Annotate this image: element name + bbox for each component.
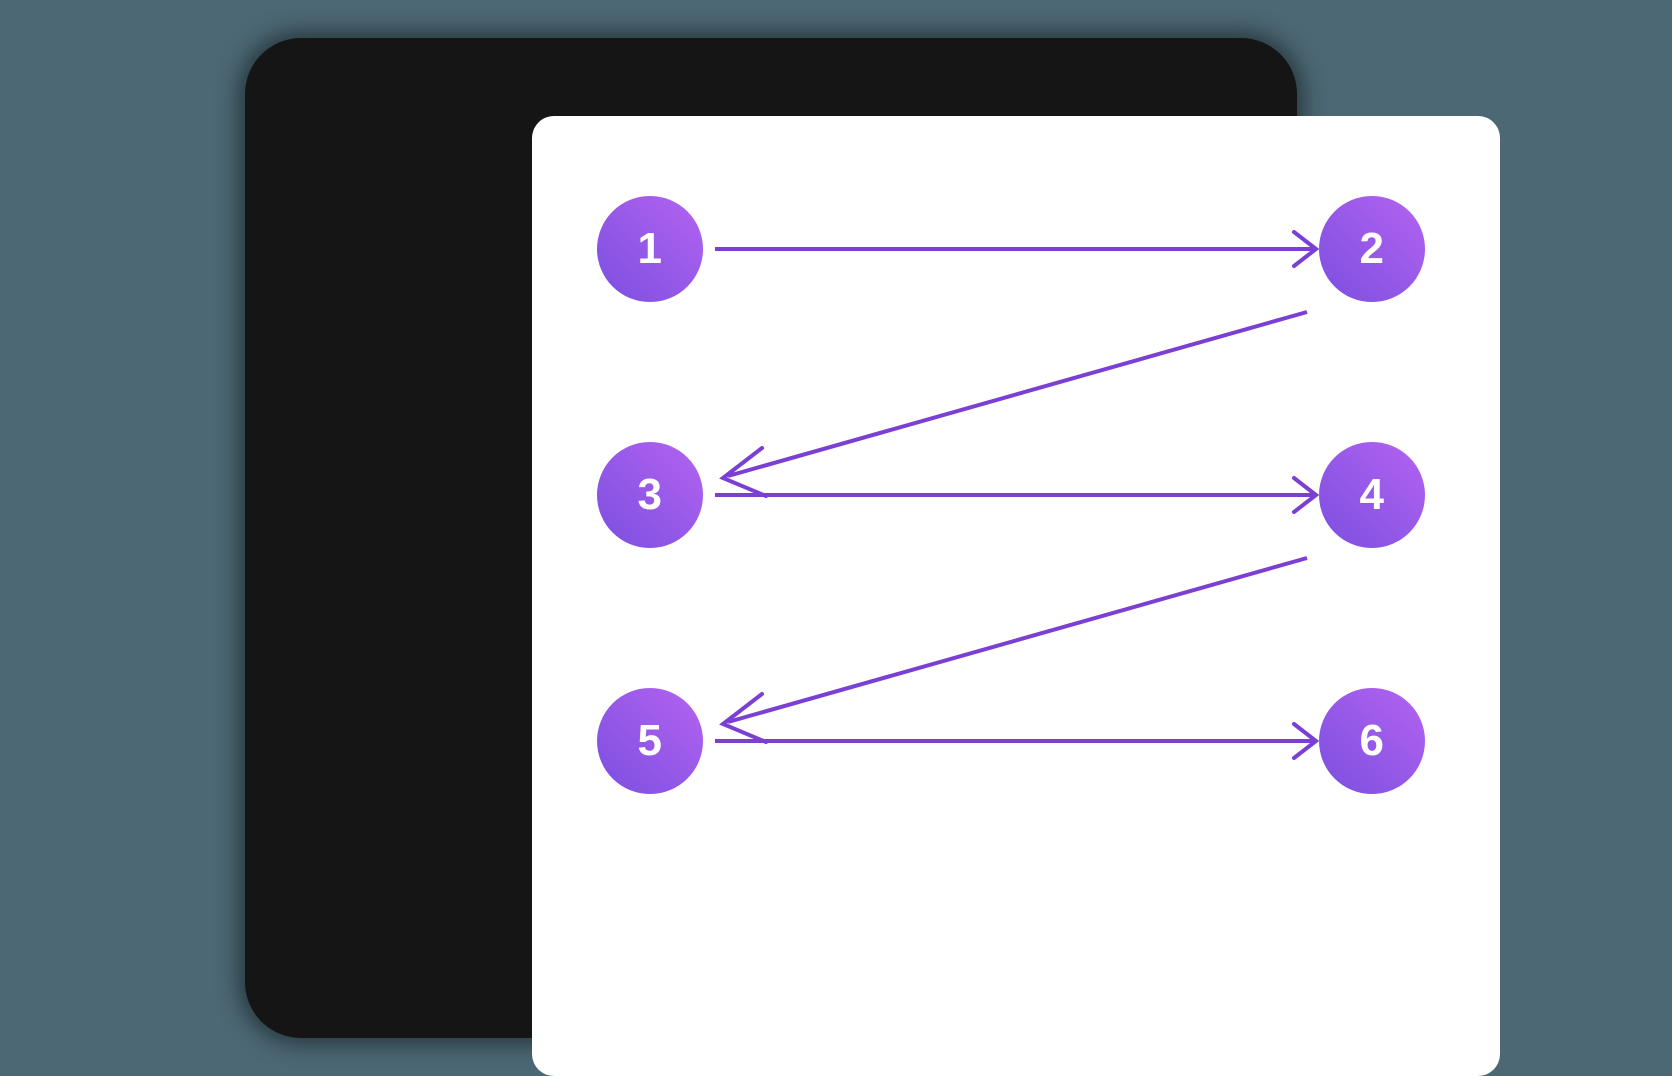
graph-node-6-label: 6 <box>1359 716 1385 765</box>
graph-node-2[interactable]: 2 <box>1319 196 1425 302</box>
edge-2-to-3 <box>719 310 1308 498</box>
diagram-canvas: 1 2 3 4 5 6 <box>532 116 1500 1076</box>
edge-3-to-4 <box>715 476 1320 514</box>
device-screen: 1 2 3 4 5 6 <box>532 116 1500 1076</box>
edge-1-to-2 <box>715 230 1320 268</box>
screenshot-stage: 1 2 3 4 5 6 <box>245 38 1500 1076</box>
edge-4-to-5 <box>719 556 1308 744</box>
graph-node-5-label: 5 <box>637 716 663 765</box>
graph-node-3-label: 3 <box>637 470 663 519</box>
graph-node-6[interactable]: 6 <box>1319 688 1425 794</box>
graph-node-4-label: 4 <box>1359 470 1385 519</box>
graph-node-2-label: 2 <box>1359 224 1385 273</box>
graph-node-4[interactable]: 4 <box>1319 442 1425 548</box>
graph-node-1-label: 1 <box>637 224 663 273</box>
graph-node-1[interactable]: 1 <box>597 196 703 302</box>
graph-node-3[interactable]: 3 <box>597 442 703 548</box>
edge-5-to-6 <box>715 722 1320 760</box>
device-frame: 1 2 3 4 5 6 <box>245 38 1500 1076</box>
graph-node-5[interactable]: 5 <box>597 688 703 794</box>
diagram-edges-svg <box>715 230 1320 760</box>
